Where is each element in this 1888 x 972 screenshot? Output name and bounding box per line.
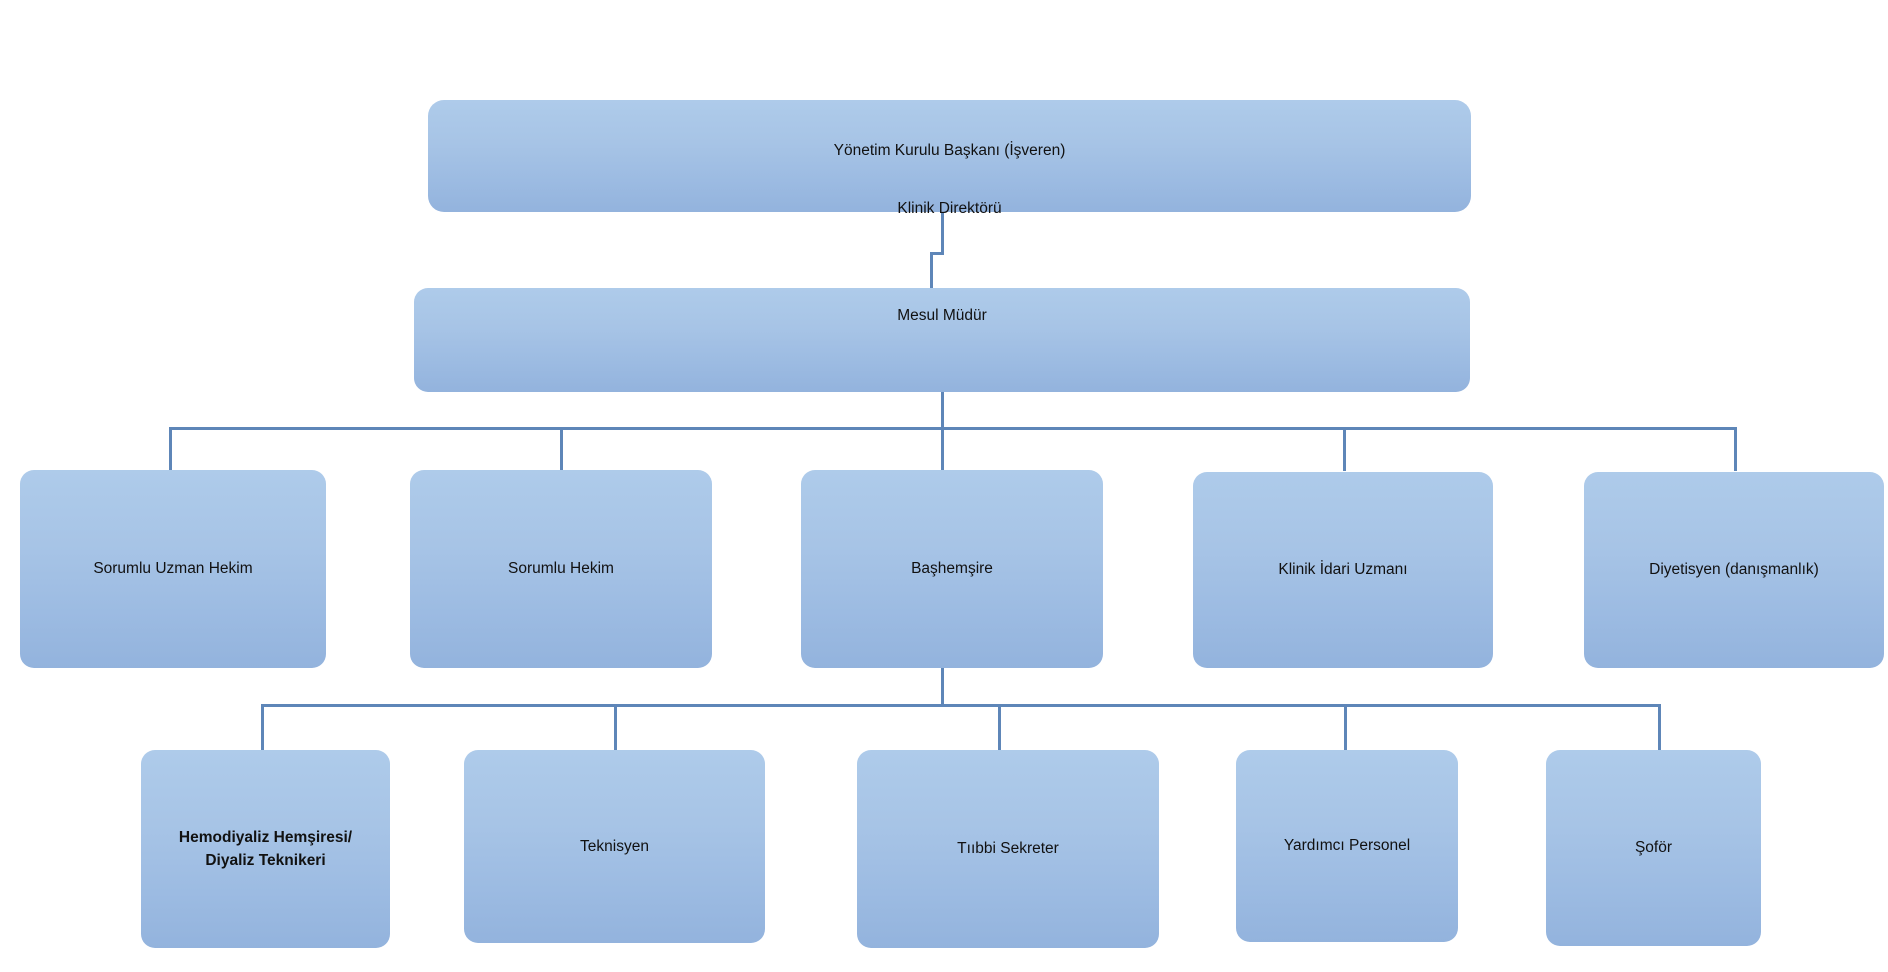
node-auxiliary-staff[interactable]: Yardımcı Personel — [1236, 750, 1458, 942]
connector-manager-stem — [941, 392, 944, 430]
node-responsible-manager[interactable]: Mesul Müdür — [414, 288, 1470, 392]
connector-level4-bus — [261, 704, 1661, 707]
node-dietitian[interactable]: Diyetisyen (danışmanlık) — [1584, 472, 1884, 668]
connector-chair-to-manager-jog — [930, 252, 944, 255]
connector-drop-auxiliary-staff — [1344, 704, 1347, 750]
connector-drop-technician — [614, 704, 617, 750]
node-head-nurse[interactable]: Başhemşire — [801, 470, 1103, 668]
node-hemodialysis-nurse-label: Hemodiyaliz Hemşiresi/ Diyaliz Teknikeri — [178, 828, 353, 869]
node-hemodialysis-nurse[interactable]: Hemodiyaliz Hemşiresi/ Diyaliz Teknikeri — [141, 750, 390, 948]
node-board-chair[interactable]: Yönetim Kurulu Başkanı (İşveren) Klinik … — [428, 100, 1471, 217]
connector-drop-hemodialysis-nurse — [261, 704, 264, 750]
node-board-chair-line1: Yönetim Kurulu Başkanı (İşveren) — [833, 142, 1066, 160]
node-board-chair-label: Yönetim Kurulu Başkanı (İşveren) Klinik … — [438, 106, 1461, 220]
connector-level3-bus — [169, 427, 1737, 430]
connector-drop-dietitian — [1734, 427, 1737, 471]
node-board-chair-line2: Klinik Direktörü — [897, 199, 1002, 217]
node-technician[interactable]: Teknisyen — [464, 750, 765, 943]
node-dietitian-label: Diyetisyen (danışmanlık) — [1649, 561, 1819, 579]
node-responsible-manager-label: Mesul Müdür — [897, 307, 987, 324]
node-medical-secretary-label: Tııbbi Sekreter — [957, 840, 1059, 858]
node-head-nurse-label: Başhemşire — [911, 560, 993, 578]
connector-chair-to-manager-lower — [930, 252, 933, 290]
connector-drop-head-nurse — [941, 427, 944, 471]
connector-chair-to-manager-upper — [941, 212, 944, 254]
connector-drop-medical-secretary — [998, 704, 1001, 750]
connector-head-nurse-stem — [941, 667, 944, 707]
node-auxiliary-staff-label: Yardımcı Personel — [1283, 837, 1411, 855]
node-clinical-administrative-specialist-label: Klinik İdari Uzmanı — [1278, 561, 1408, 579]
node-technician-label: Teknisyen — [580, 837, 649, 855]
node-responsible-physician[interactable]: Sorumlu Hekim — [410, 470, 712, 668]
connector-drop-clinical-administrative-specialist — [1343, 427, 1346, 471]
node-responsible-specialist-physician[interactable]: Sorumlu Uzman Hekim — [20, 470, 326, 668]
node-clinical-administrative-specialist[interactable]: Klinik İdari Uzmanı — [1193, 472, 1493, 668]
connector-drop-responsible-specialist-physician — [169, 427, 172, 471]
node-medical-secretary[interactable]: Tııbbi Sekreter — [857, 750, 1159, 948]
node-responsible-specialist-physician-label: Sorumlu Uzman Hekim — [93, 560, 253, 578]
node-driver[interactable]: Şoför — [1546, 750, 1761, 946]
connector-drop-responsible-physician — [560, 427, 563, 471]
node-driver-label: Şoför — [1634, 839, 1673, 857]
connector-drop-driver — [1658, 704, 1661, 750]
node-responsible-physician-label: Sorumlu Hekim — [508, 560, 614, 578]
